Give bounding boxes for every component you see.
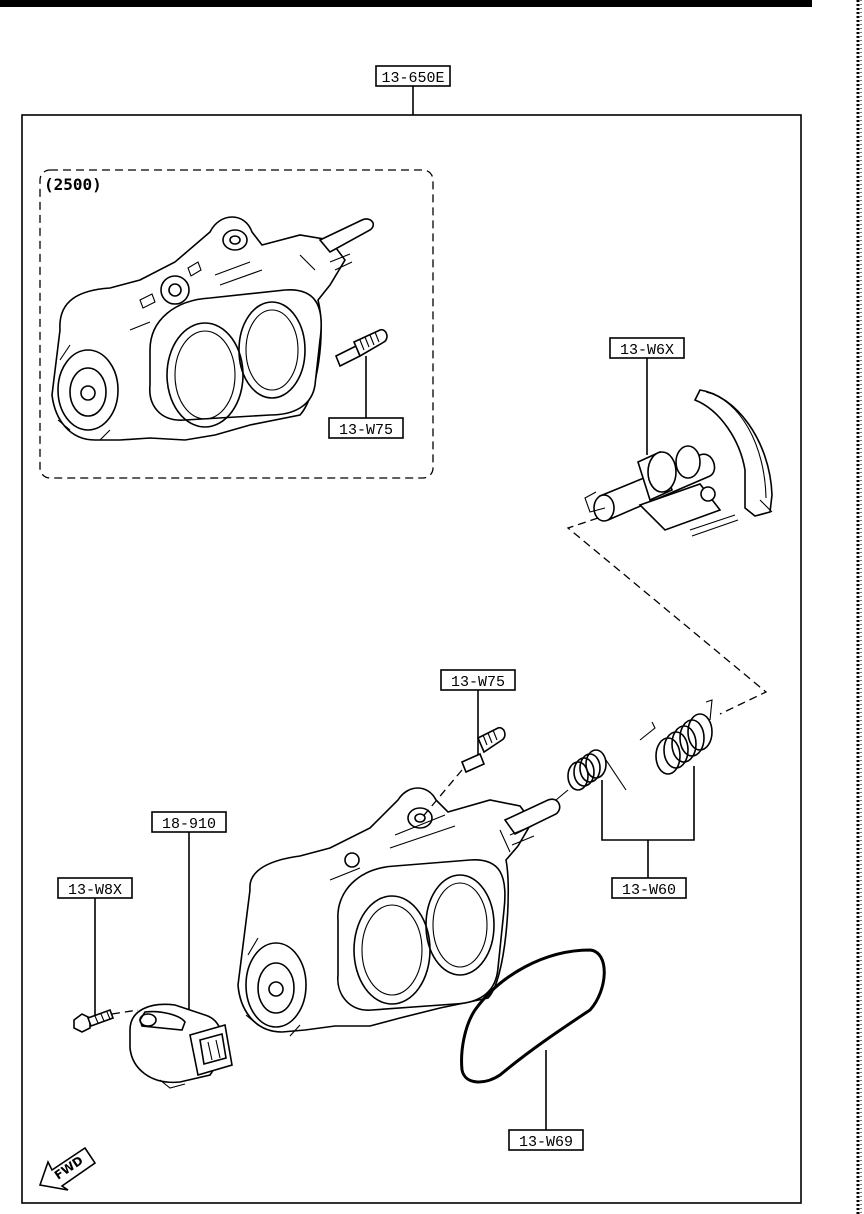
svg-text:13-W6X: 13-W6X — [620, 342, 674, 359]
label-bolt[interactable]: 13-W8X — [57, 877, 133, 899]
leader-shaft-spring — [566, 517, 768, 715]
label-gasket[interactable]: 13-W69 — [508, 1129, 584, 1151]
variant-note: (2500) — [44, 175, 102, 194]
fwd-arrow: FWD — [38, 1146, 97, 1191]
label-shaft-assy[interactable]: 13-W6X — [609, 337, 685, 359]
label-sensor[interactable]: 18-910 — [151, 811, 227, 833]
bolt — [73, 1008, 115, 1033]
spring-small — [555, 749, 627, 801]
throttle-body — [237, 787, 561, 1037]
svg-text:18-910: 18-910 — [162, 816, 216, 833]
throttle-position-sensor — [129, 1003, 233, 1089]
throttle-body-2500 — [51, 216, 375, 441]
label-springs[interactable]: 13-W60 — [611, 877, 687, 899]
svg-text:13-W75: 13-W75 — [339, 422, 393, 439]
variant-inset-box — [39, 169, 434, 479]
label-idle-screw[interactable]: 13-W75 — [440, 669, 516, 691]
header-bar — [0, 0, 812, 7]
label-assembly[interactable]: 13-650E — [375, 65, 451, 87]
gasket — [460, 948, 606, 1084]
idle-screw-2500 — [334, 328, 388, 368]
idle-screw — [460, 726, 506, 774]
throttle-shaft-assembly — [584, 389, 773, 537]
svg-text:13-W60: 13-W60 — [622, 882, 676, 899]
svg-text:13-650E: 13-650E — [381, 70, 444, 87]
svg-text:13-W69: 13-W69 — [519, 1134, 573, 1151]
svg-text:13-W8X: 13-W8X — [68, 882, 122, 899]
main-frame — [21, 114, 802, 1204]
spring-large — [639, 699, 713, 775]
svg-text:13-W75: 13-W75 — [451, 674, 505, 691]
label-idle-screw-2500[interactable]: 13-W75 — [328, 417, 404, 439]
